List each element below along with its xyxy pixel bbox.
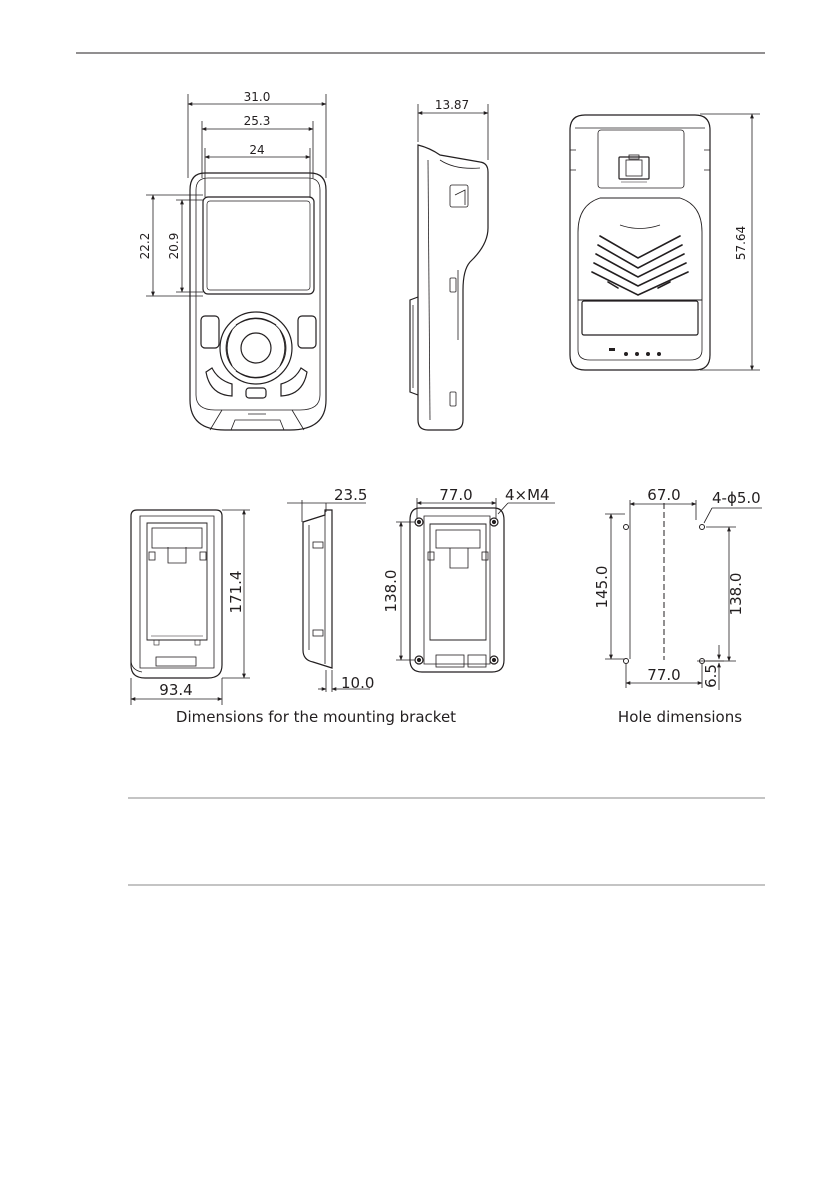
dim-hole-offset: 6.5 — [702, 664, 720, 688]
bracket-mount-view — [410, 508, 504, 672]
dim-bracket-side-base: 10.0 — [341, 674, 374, 692]
dim-bracket-hole-width: 77.0 — [439, 486, 472, 504]
caption-holes: Hole dimensions — [618, 708, 742, 726]
dim-bracket-width: 93.4 — [159, 681, 192, 699]
back-vent-grille — [592, 236, 688, 295]
dim-bracket-height: 171.4 — [227, 571, 245, 614]
bracket-front-view — [131, 510, 222, 678]
front-dimension-lines — [146, 94, 326, 296]
caption-bracket: Dimensions for the mounting bracket — [176, 708, 456, 726]
dim-screen-height-inner: 20.9 — [167, 233, 181, 260]
side-dimension-lines — [418, 104, 488, 160]
keypad-back-view — [570, 115, 710, 370]
back-status-leds — [609, 348, 661, 356]
dim-side-depth: 13.87 — [435, 98, 469, 112]
dim-front-width-mid: 25.3 — [244, 114, 271, 128]
bracket-side-dimension-lines — [287, 500, 370, 692]
dim-screen-height-outer: 22.2 — [138, 233, 152, 260]
bracket-side-view — [303, 510, 332, 668]
keypad-side-view — [410, 145, 488, 430]
dim-hole-top-width: 67.0 — [647, 486, 680, 504]
dim-bracket-side-depth: 23.5 — [334, 486, 367, 504]
dim-back-height: 57.64 — [734, 226, 748, 260]
hole-layout — [624, 503, 705, 664]
dim-hole-left-height: 145.0 — [593, 566, 611, 609]
dim-front-width-outer: 31.0 — [244, 90, 271, 104]
keypad-front-view — [190, 173, 326, 430]
dim-hole-bottom-width: 77.0 — [647, 666, 680, 684]
dim-hole-note: 4-ϕ5.0 — [712, 489, 761, 507]
dim-bracket-hole-height: 138.0 — [382, 570, 400, 613]
dim-screw-note: 4×M4 — [505, 486, 550, 504]
back-dimension-lines — [700, 114, 760, 370]
dim-hole-right-height: 138.0 — [727, 573, 745, 616]
dim-screen-width: 24 — [249, 143, 264, 157]
